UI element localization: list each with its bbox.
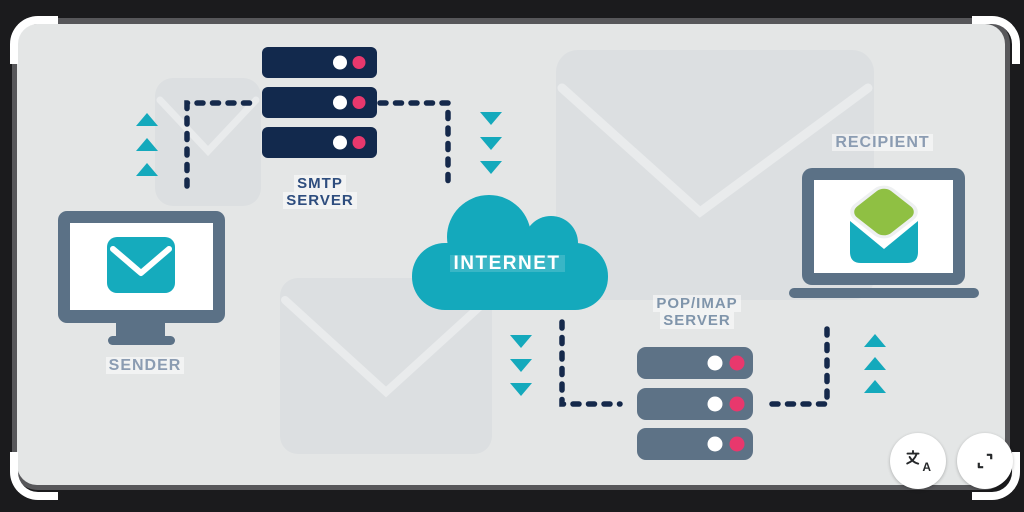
translate-button[interactable]: A bbox=[890, 433, 946, 489]
corner-bracket-bottom-left bbox=[10, 452, 58, 500]
pop-imap-server-label: POP/IMAP SERVER bbox=[622, 295, 772, 329]
flow-internet-to-pop bbox=[559, 319, 623, 407]
open-envelope-icon bbox=[850, 185, 918, 263]
pop-imap-server-stack-icon bbox=[637, 347, 753, 460]
flow-sender-to-smtp bbox=[184, 100, 259, 189]
flow-dashed-lines bbox=[184, 100, 830, 407]
translate-a-glyph: A bbox=[922, 460, 931, 474]
sender-label: SENDER bbox=[65, 357, 225, 375]
fullscreen-expand-icon bbox=[977, 453, 993, 469]
recipient-computer-icon bbox=[789, 168, 979, 298]
up-arrows-recipient bbox=[864, 334, 886, 393]
down-arrows-internet-to-pop bbox=[510, 335, 532, 396]
server-unit bbox=[637, 388, 753, 420]
server-unit bbox=[637, 347, 753, 379]
sender-computer-icon bbox=[58, 211, 225, 345]
smtp-server-label: SMTP SERVER bbox=[250, 175, 390, 209]
server-unit bbox=[262, 127, 377, 158]
corner-bracket-top-left bbox=[10, 16, 58, 64]
background-envelope-watermarks bbox=[155, 50, 874, 454]
envelope-watermark-bottom-center bbox=[280, 278, 492, 454]
corner-bracket-top-right bbox=[972, 16, 1020, 64]
translate-cjk-glyph bbox=[906, 450, 920, 465]
envelope-watermark-top-center bbox=[556, 50, 874, 300]
fullscreen-button[interactable] bbox=[957, 433, 1013, 489]
recipient-label: RECIPIENT bbox=[800, 134, 965, 152]
up-arrows-sender bbox=[136, 113, 158, 176]
translate-icon: A bbox=[905, 449, 931, 474]
server-unit bbox=[262, 47, 377, 78]
smtp-server-stack-icon bbox=[262, 47, 377, 158]
internet-cloud-icon bbox=[412, 195, 608, 310]
server-unit bbox=[637, 428, 753, 460]
envelope-watermark-left bbox=[155, 78, 261, 206]
direction-arrows bbox=[136, 112, 886, 396]
envelope-icon bbox=[107, 237, 175, 293]
internet-label: INTERNET bbox=[427, 253, 587, 275]
corner-bracket-bottom-right bbox=[972, 452, 1020, 500]
server-unit bbox=[262, 87, 377, 118]
flow-pop-to-recipient bbox=[769, 319, 830, 407]
flow-smtp-to-internet bbox=[377, 100, 451, 189]
down-arrows-smtp-to-internet bbox=[480, 112, 502, 174]
